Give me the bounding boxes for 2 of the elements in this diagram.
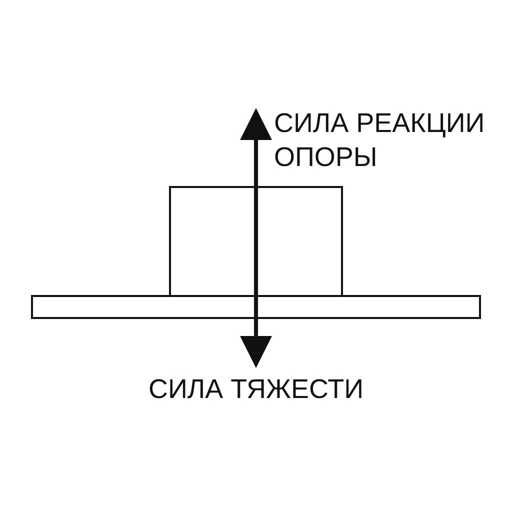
force-label: СИЛА РЕАКЦИИ ОПОРЫ: [274, 107, 486, 174]
force-label: СИЛА ТЯЖЕСТИ: [148, 373, 364, 406]
